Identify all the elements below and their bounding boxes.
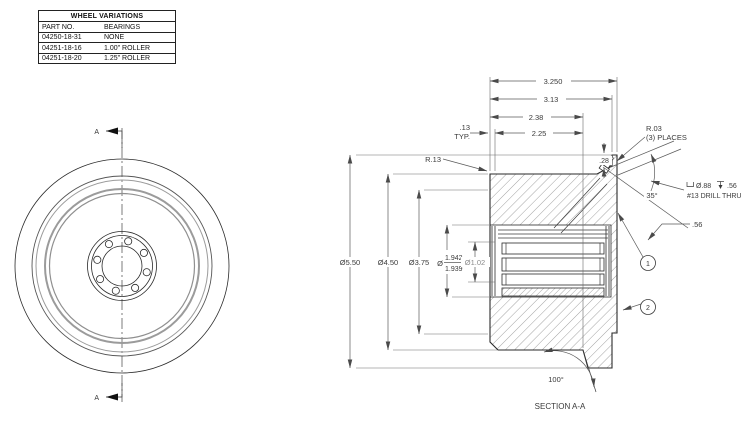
dim-tread-width: 2.25 bbox=[532, 129, 547, 138]
dim-width-to-cut: 2.38 bbox=[529, 113, 544, 122]
section-arrow-bottom bbox=[106, 383, 123, 401]
wheel-outer-circle bbox=[14, 158, 230, 374]
dim-dia-450: Ø4.50 bbox=[378, 258, 398, 267]
dim-r03: R.03 bbox=[646, 124, 662, 133]
tread-band-outer bbox=[44, 188, 200, 344]
radius-callouts: R.13 R.03 (3) PLACES bbox=[425, 124, 687, 172]
bolt-holes bbox=[93, 237, 151, 295]
table-title: WHEEL VARIATIONS bbox=[39, 11, 175, 22]
dim-typ-suffix: TYP. bbox=[454, 132, 470, 141]
dim-35deg: 35° bbox=[646, 191, 657, 200]
dim-dia-102: Ø1.02 bbox=[465, 258, 485, 267]
front-view: A A bbox=[14, 127, 230, 402]
wheel-circle bbox=[31, 175, 213, 357]
dim-100deg: 100° bbox=[548, 375, 564, 384]
balloon-2-label: 2 bbox=[646, 305, 650, 312]
section-arrow-top bbox=[106, 127, 123, 148]
bearing: 1.00" ROLLER bbox=[104, 44, 151, 52]
section-view: 3.250 3.13 2.38 2.25 .13 TYP. Ø5.50 bbox=[335, 76, 741, 411]
section-label: SECTION A-A bbox=[535, 402, 586, 411]
dim-56: .56 bbox=[692, 220, 702, 229]
balloon-1: 1 bbox=[617, 212, 656, 271]
dim-dia-550: Ø5.50 bbox=[340, 258, 360, 267]
tread-band-inner bbox=[48, 192, 196, 340]
flange-angle-dim: 100° bbox=[543, 347, 597, 393]
counterbore-icon bbox=[686, 182, 694, 187]
wheel-circle bbox=[35, 179, 209, 353]
table-header-row: PART NO. BEARINGS bbox=[39, 22, 175, 33]
dim-dia-375: Ø3.75 bbox=[409, 258, 429, 267]
counterbore-note: Ø.88 .56 #13 DRILL THRU bbox=[650, 180, 741, 200]
grease-passage bbox=[553, 177, 608, 234]
bearing-bore bbox=[489, 224, 612, 298]
flange-height-dim: .28 bbox=[597, 143, 612, 178]
wheel-section-outline bbox=[489, 154, 618, 369]
center-bore bbox=[101, 245, 143, 287]
dim-r13: R.13 bbox=[425, 155, 441, 164]
dim-typ-value: .13 bbox=[460, 123, 470, 132]
dim-dia-tol-upper: 1.942 bbox=[445, 255, 463, 262]
cbore-depth: .56 bbox=[727, 183, 737, 190]
part-no: 04250-18-31 bbox=[42, 34, 82, 41]
dim-dia-tol-lower: 1.939 bbox=[445, 266, 463, 273]
col-header-part-no: PART NO. bbox=[42, 23, 75, 31]
balloon-1-label: 1 bbox=[646, 261, 650, 268]
section-arrow-label-bottom: A bbox=[94, 395, 99, 402]
dim-overall-width: 3.250 bbox=[544, 77, 563, 86]
cbore-drill: #13 DRILL THRU bbox=[687, 193, 741, 200]
wheel-variations-table: WHEEL VARIATIONS PART NO. BEARINGS 04250… bbox=[38, 10, 176, 64]
diameter-dimensions: Ø5.50 Ø4.50 Ø3.75 Ø 1.942 1.939 Ø1.02 bbox=[335, 154, 490, 369]
table-row: 04251-18-20 1.25" ROLLER bbox=[39, 54, 175, 64]
dim-width-to-step: 3.13 bbox=[544, 95, 559, 104]
part-no: 04251-18-16 bbox=[42, 44, 82, 52]
wheel-section-hatch bbox=[490, 155, 617, 368]
cbore-dia: Ø.88 bbox=[696, 183, 711, 190]
dim-56-callout: .56 bbox=[647, 220, 702, 241]
dim-r03-note: (3) PLACES bbox=[646, 133, 687, 142]
table-row: 04251-18-16 1.00" ROLLER bbox=[39, 43, 175, 54]
table-row: 04250-18-31 NONE bbox=[39, 33, 175, 43]
dim-28: .28 bbox=[599, 158, 609, 165]
part-no: 04251-18-20 bbox=[42, 55, 82, 62]
depth-icon bbox=[717, 181, 724, 189]
balloon-2: 2 bbox=[622, 299, 656, 315]
bearing: NONE bbox=[104, 34, 125, 41]
section-arrow-label-top: A bbox=[94, 129, 99, 136]
hub-inner-circle bbox=[91, 235, 153, 297]
dim-dia-tol-symbol: Ø bbox=[437, 259, 443, 268]
width-dimensions: 3.250 3.13 2.38 2.25 .13 TYP. bbox=[454, 76, 618, 141]
extension-lines bbox=[356, 77, 618, 369]
col-header-bearings: BEARINGS bbox=[104, 23, 141, 31]
zerk-angle-dim: 35° bbox=[602, 140, 689, 229]
bearing: 1.25" ROLLER bbox=[104, 55, 151, 62]
roller-bearing bbox=[491, 226, 610, 297]
hub-outer-circle bbox=[87, 231, 157, 301]
